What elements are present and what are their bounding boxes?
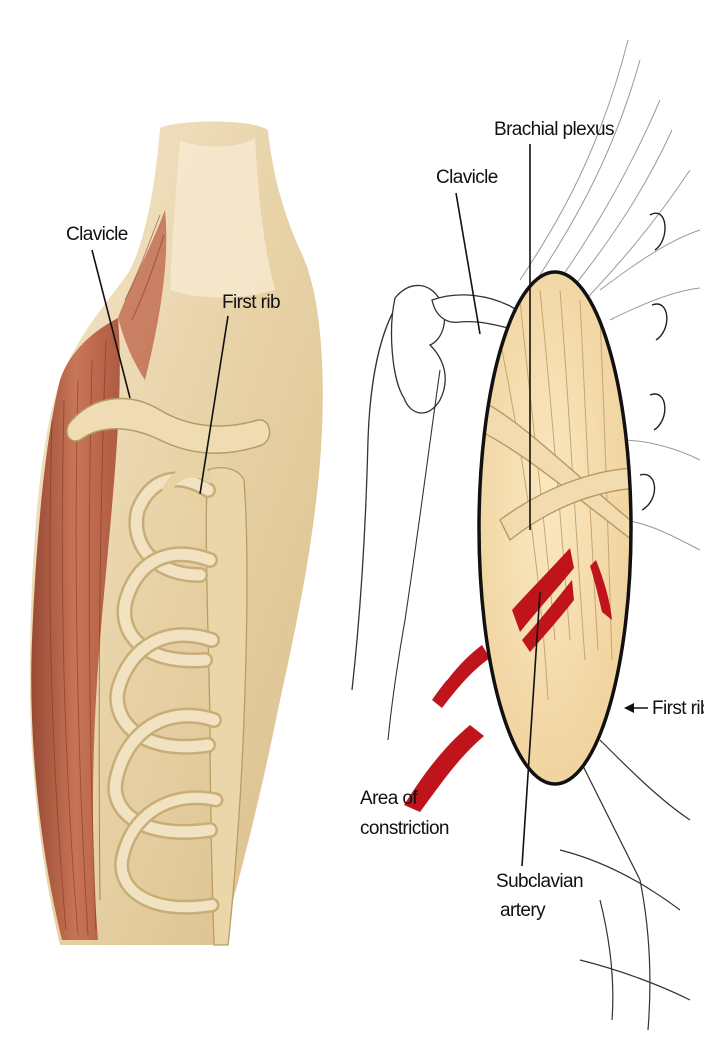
right-anatomy-illustration: Brachial plexus Clavicle First rib Area … xyxy=(352,40,704,1030)
right-clavicle-label: Clavicle xyxy=(436,167,498,188)
subclavian-artery-label-line2: artery xyxy=(500,900,546,921)
magnified-inset xyxy=(478,272,636,784)
area-of-constriction-label-line2: constriction xyxy=(360,818,449,839)
left-anatomy-illustration: Clavicle First rib xyxy=(30,122,323,946)
right-first-rib-arrowhead xyxy=(624,703,634,713)
scapula-outline xyxy=(388,370,440,740)
area-of-constriction-label-line1: Area of xyxy=(360,788,418,809)
right-brachial-plexus-label: Brachial plexus xyxy=(494,119,614,140)
left-first-rib-label: First rib xyxy=(222,292,280,313)
left-clavicle-label: Clavicle xyxy=(66,224,128,245)
right-first-rib-label: First rib xyxy=(652,698,704,719)
vertebrae-outline xyxy=(640,213,667,510)
sternum xyxy=(206,468,247,945)
subclavian-artery-outside xyxy=(404,638,490,812)
subclavian-artery-label-line1: Subclavian xyxy=(496,871,583,892)
